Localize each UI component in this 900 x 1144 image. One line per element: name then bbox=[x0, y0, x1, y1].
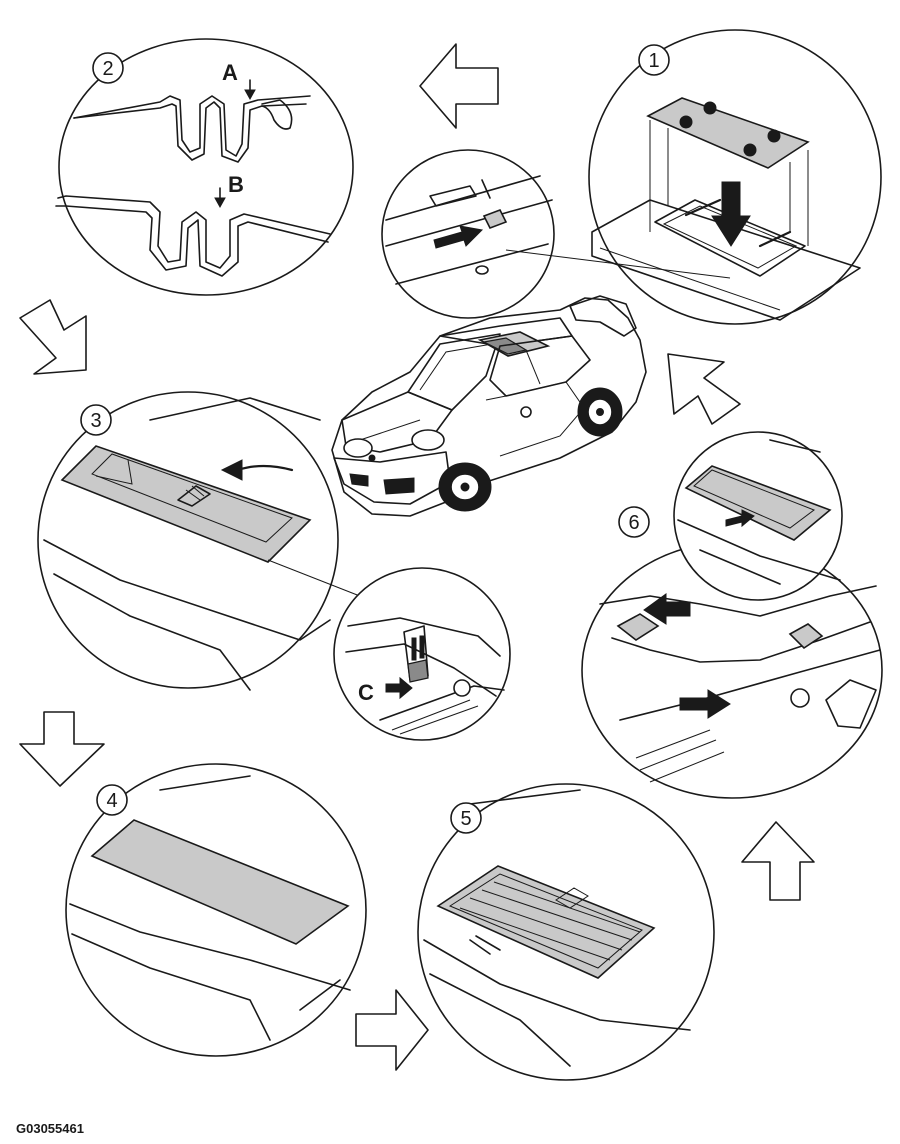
solid-black-arrow-icon bbox=[433, 225, 484, 249]
step-5-number: 5 bbox=[460, 808, 471, 830]
callout-a-label: A bbox=[222, 60, 238, 85]
step-5-detail: 5 bbox=[417, 783, 715, 1081]
step-3-badge bbox=[80, 404, 112, 436]
hollow-block-arrow-icon bbox=[355, 989, 429, 1071]
solid-black-arrow-icon bbox=[385, 676, 413, 700]
step-3-detail: 3 bbox=[37, 391, 339, 691]
step-1-number: 1 bbox=[648, 50, 659, 72]
solid-black-arrow-icon bbox=[711, 181, 751, 247]
step-4-badge bbox=[96, 784, 128, 816]
hollow-block-arrow-icon bbox=[19, 299, 87, 375]
callout-c-detail: C bbox=[267, 559, 511, 741]
step-6-number: 6 bbox=[628, 512, 639, 534]
step-2-detail: A B 2 bbox=[55, 38, 354, 296]
hollow-block-arrow-icon bbox=[667, 353, 741, 425]
solid-black-arrow-icon bbox=[725, 509, 755, 528]
step-5-badge bbox=[450, 802, 482, 834]
callout-b-label: B bbox=[228, 172, 244, 197]
step-1-detail: 1 bbox=[588, 29, 882, 325]
solid-black-arrow-icon bbox=[643, 593, 691, 625]
step-6-badge bbox=[618, 506, 650, 538]
step-1-badge bbox=[638, 44, 670, 76]
step-4-detail: 4 bbox=[65, 763, 367, 1057]
hollow-block-arrow-icon bbox=[741, 821, 815, 901]
hollow-block-arrow-icon bbox=[19, 711, 105, 787]
flow-arrows bbox=[19, 43, 815, 1071]
solid-black-arrow-icon bbox=[679, 689, 731, 719]
clip-detail bbox=[381, 149, 731, 319]
step-6-detail: 6 bbox=[581, 506, 883, 799]
step-2-badge bbox=[92, 52, 124, 84]
screw-icons bbox=[679, 101, 781, 157]
step-3-number: 3 bbox=[90, 410, 101, 432]
step-2-number: 2 bbox=[102, 58, 113, 80]
step-6-inset-detail bbox=[673, 431, 843, 601]
step-4-number: 4 bbox=[106, 790, 117, 812]
hollow-block-arrow-icon bbox=[419, 43, 499, 129]
car-illustration bbox=[331, 295, 647, 517]
callout-c-label: C bbox=[358, 680, 374, 705]
figure-reference-code: G03055461 bbox=[16, 1121, 84, 1136]
